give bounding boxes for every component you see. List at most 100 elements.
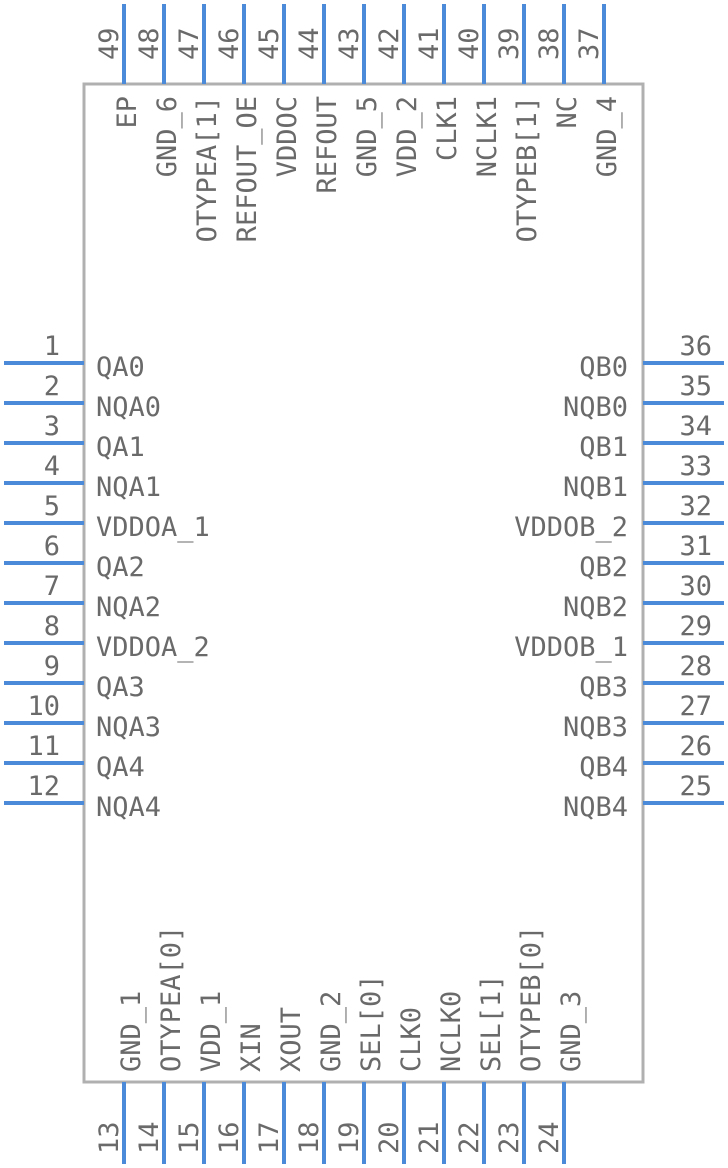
pin-label-16: XIN (236, 1023, 267, 1072)
pin-label-17: XOUT (276, 1007, 307, 1072)
pin-number-8: 8 (44, 611, 60, 642)
pin-label-45: VDDOC (272, 96, 303, 177)
pin-label-37: GND_4 (592, 96, 623, 177)
pin-label-14: OTYPEA[0] (156, 926, 187, 1072)
pin-label-33: NQB1 (563, 472, 628, 503)
pin-number-33: 33 (679, 451, 712, 482)
pin-number-21: 21 (414, 1121, 445, 1154)
pin-number-26: 26 (679, 731, 712, 762)
pin-label-6: QA2 (96, 552, 145, 583)
pin-number-4: 4 (44, 451, 60, 482)
pin-number-10: 10 (27, 691, 60, 722)
pin-label-10: NQA3 (96, 712, 161, 743)
pin-label-40: NCLK1 (472, 96, 503, 177)
pin-label-20: CLK0 (396, 1007, 427, 1072)
pin-number-37: 37 (574, 27, 605, 60)
pin-number-14: 14 (134, 1121, 165, 1154)
pin-label-36: QB0 (579, 352, 628, 383)
pin-number-7: 7 (44, 571, 60, 602)
pin-number-6: 6 (44, 531, 60, 562)
pin-label-4: NQA1 (96, 472, 161, 503)
pin-number-1: 1 (44, 331, 60, 362)
pin-number-36: 36 (679, 331, 712, 362)
pin-label-34: QB1 (579, 432, 628, 463)
pin-number-38: 38 (534, 27, 565, 60)
pin-label-24: GND_3 (556, 991, 587, 1072)
pin-number-20: 20 (374, 1121, 405, 1154)
pin-label-7: NQA2 (96, 592, 161, 623)
pin-number-9: 9 (44, 651, 60, 682)
pin-label-41: CLK1 (432, 96, 463, 161)
pin-label-28: QB3 (579, 672, 628, 703)
pin-label-48: GND_6 (152, 96, 183, 177)
pin-number-29: 29 (679, 611, 712, 642)
pin-number-46: 46 (214, 27, 245, 60)
pin-label-15: VDD_1 (196, 991, 227, 1072)
pin-label-3: QA1 (96, 432, 145, 463)
pin-label-11: QA4 (96, 752, 145, 783)
pin-number-2: 2 (44, 371, 60, 402)
pin-number-22: 22 (454, 1121, 485, 1154)
pin-number-45: 45 (254, 27, 285, 60)
pin-label-19: SEL[0] (356, 974, 387, 1072)
pin-number-30: 30 (679, 571, 712, 602)
pin-number-39: 39 (494, 27, 525, 60)
pin-number-48: 48 (134, 27, 165, 60)
pin-label-32: VDDOB_2 (514, 512, 628, 543)
pin-number-41: 41 (414, 27, 445, 60)
chip-body (82, 82, 645, 1084)
pin-label-29: VDDOB_1 (514, 632, 628, 663)
pin-label-26: QB4 (579, 752, 628, 783)
pin-label-43: GND_5 (352, 96, 383, 177)
pin-label-47: OTYPEA[1] (192, 96, 223, 242)
pin-number-17: 17 (254, 1121, 285, 1154)
pin-number-40: 40 (454, 27, 485, 60)
pin-label-25: NQB4 (563, 792, 628, 823)
pin-number-5: 5 (44, 491, 60, 522)
pins-group: 1QA02NQA03QA14NQA15VDDOA_16QA27NQA28VDDO… (4, 4, 724, 1164)
pin-number-28: 28 (679, 651, 712, 682)
pin-label-21: NCLK0 (436, 991, 467, 1072)
pin-label-5: VDDOA_1 (96, 512, 210, 543)
pin-label-42: VDD_2 (392, 96, 423, 177)
pin-label-23: OTYPEB[0] (516, 926, 547, 1072)
pin-number-24: 24 (534, 1121, 565, 1154)
pin-label-38: NC (552, 96, 583, 129)
pin-number-31: 31 (679, 531, 712, 562)
pin-number-3: 3 (44, 411, 60, 442)
pin-label-31: QB2 (579, 552, 628, 583)
pin-number-11: 11 (27, 731, 60, 762)
pin-number-23: 23 (494, 1121, 525, 1154)
pin-number-12: 12 (27, 771, 60, 802)
pin-number-16: 16 (214, 1121, 245, 1154)
pin-label-46: REFOUT_OE (232, 96, 263, 242)
pin-number-15: 15 (174, 1121, 205, 1154)
pin-number-25: 25 (679, 771, 712, 802)
pin-label-27: NQB3 (563, 712, 628, 743)
pin-label-30: NQB2 (563, 592, 628, 623)
pin-label-18: GND_2 (316, 991, 347, 1072)
pin-label-13: GND_1 (116, 991, 147, 1072)
pin-number-49: 49 (94, 27, 125, 60)
pin-number-44: 44 (294, 27, 325, 60)
pin-label-44: REFOUT (312, 96, 343, 194)
pin-label-39: OTYPEB[1] (512, 96, 543, 242)
pin-number-27: 27 (679, 691, 712, 722)
pin-number-43: 43 (334, 27, 365, 60)
pin-number-35: 35 (679, 371, 712, 402)
pin-label-2: NQA0 (96, 392, 161, 423)
pin-number-32: 32 (679, 491, 712, 522)
pin-label-35: NQB0 (563, 392, 628, 423)
pin-label-22: SEL[1] (476, 974, 507, 1072)
pin-number-19: 19 (334, 1121, 365, 1154)
pin-label-8: VDDOA_2 (96, 632, 210, 663)
pin-label-49: EP (112, 96, 143, 129)
pin-number-47: 47 (174, 27, 205, 60)
pin-label-1: QA0 (96, 352, 145, 383)
pin-number-18: 18 (294, 1121, 325, 1154)
pin-label-9: QA3 (96, 672, 145, 703)
pin-label-12: NQA4 (96, 792, 161, 823)
pin-number-13: 13 (94, 1121, 125, 1154)
pin-number-34: 34 (679, 411, 712, 442)
